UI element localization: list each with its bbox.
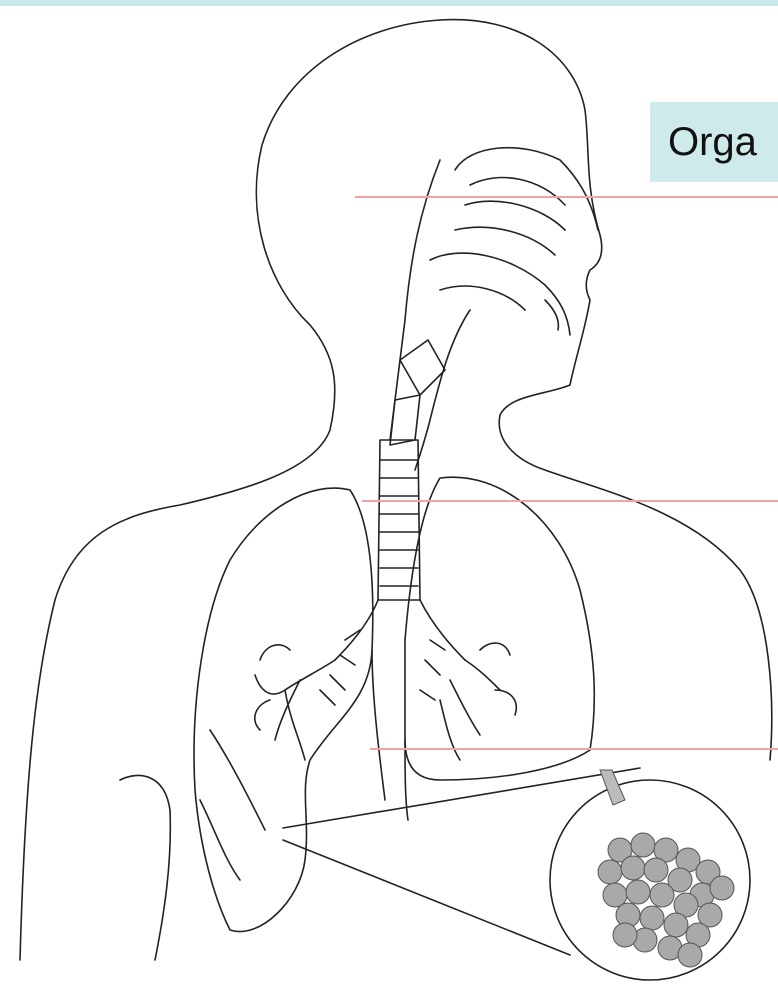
pointer-line-upper: [355, 196, 778, 198]
head-back-outline: [20, 20, 440, 960]
left-lung-outline: [405, 477, 594, 780]
organ-label-box: Orga: [650, 102, 778, 182]
organ-label-text: Orga: [668, 120, 757, 164]
pointer-line-middle: [362, 500, 778, 502]
magnifier-line-lower: [283, 840, 570, 955]
pointer-line-lower: [370, 748, 778, 750]
arm-line-left: [120, 775, 170, 960]
